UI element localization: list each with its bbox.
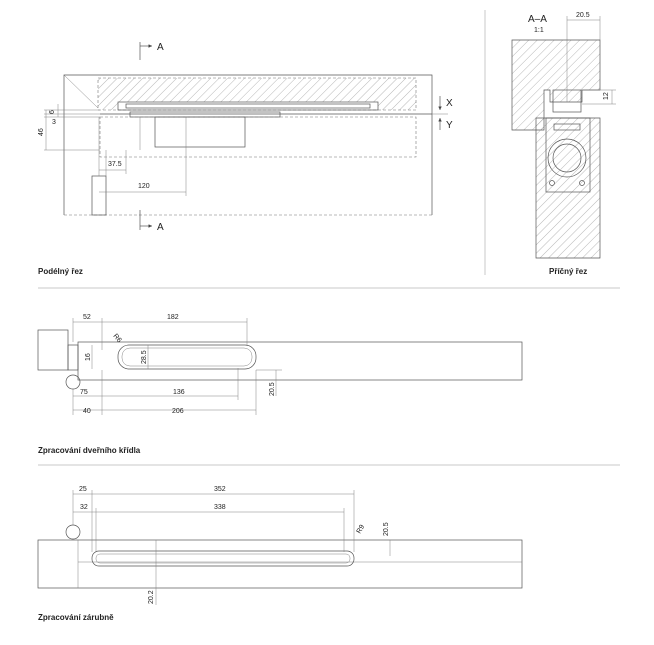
hinge-circle-inner xyxy=(552,143,582,173)
hinge-plate xyxy=(67,344,79,371)
section-a-top-label: A xyxy=(157,42,164,53)
dim-6: 6 xyxy=(49,110,56,114)
dim-20-5-cross: 20.5 xyxy=(576,12,590,19)
dim-37-5: 37.5 xyxy=(108,161,122,168)
dim-20-5-leaf: 20.5 xyxy=(269,382,276,396)
title-door-leaf: Zpracování dveřního křídla xyxy=(38,446,141,455)
dim-352: 352 xyxy=(214,486,226,493)
cross-section: A–A 1:1 20.5 12 Příčný řez xyxy=(511,12,616,276)
leaf-slot-inner xyxy=(121,347,253,367)
dim-32: 32 xyxy=(80,504,88,511)
dim-40: 40 xyxy=(83,408,91,415)
dim-r6: R6 xyxy=(111,333,122,344)
closer-body xyxy=(117,101,379,111)
dim-136: 136 xyxy=(173,389,185,396)
pocket-section xyxy=(545,117,591,193)
slide-channel xyxy=(129,111,281,118)
dim-120: 120 xyxy=(138,183,150,190)
title-cross: Příčný řez xyxy=(549,267,587,276)
corner-diagonal xyxy=(63,74,99,109)
frame-slot-inner xyxy=(95,553,351,564)
section-scale: 1:1 xyxy=(534,27,544,34)
x-label: X xyxy=(446,98,453,109)
dim-20-5-frame: 20.5 xyxy=(383,522,390,536)
title-frame: Zpracování zárubně xyxy=(38,613,114,622)
screw-left xyxy=(549,180,555,186)
frame-outline-bottom xyxy=(37,539,523,589)
hinge-circle-outer xyxy=(547,138,587,178)
section-aa-label: A–A xyxy=(528,14,547,25)
y-label: Y xyxy=(446,120,453,131)
dim-182: 182 xyxy=(167,314,179,321)
frame-slot xyxy=(91,550,355,567)
section-a-bottom-label: A xyxy=(157,222,164,233)
pivot-circle xyxy=(65,374,81,390)
dim-52: 52 xyxy=(83,314,91,321)
dim-28-5: 28.5 xyxy=(141,350,148,364)
leaf-slot xyxy=(117,344,257,370)
longitudinal-section: A A X Y 6 3 46 37.5 120 Podélný řez xyxy=(38,42,453,276)
dim-20-2: 20.2 xyxy=(148,590,155,604)
leaf-pocket xyxy=(154,116,246,148)
clip-top xyxy=(553,123,581,131)
leaf-dashed-area xyxy=(99,116,417,158)
dim-338: 338 xyxy=(214,504,226,511)
head-frame xyxy=(511,39,601,131)
frame-machining: 25 352 32 338 R9 20.5 20.2 Zpracování zá… xyxy=(37,486,523,622)
screw-right xyxy=(579,180,585,186)
dim-206: 206 xyxy=(172,408,184,415)
dim-16: 16 xyxy=(85,353,92,361)
frame-pivot-circle xyxy=(65,524,81,540)
dim-r9: R9 xyxy=(356,524,367,535)
dim-46: 46 xyxy=(38,128,45,136)
title-longitudinal: Podélný řez xyxy=(38,267,83,276)
door-leaf-machining: 52 182 R6 16 28.5 75 136 40 206 20.5 Zpr… xyxy=(37,314,523,455)
pivot-post xyxy=(91,175,107,216)
dim-3: 3 xyxy=(52,119,56,126)
frame-block xyxy=(37,329,69,371)
frame-hatch xyxy=(98,78,416,110)
door-outline xyxy=(63,74,433,215)
dim-75: 75 xyxy=(80,389,88,396)
dim-25: 25 xyxy=(79,486,87,493)
dim-12: 12 xyxy=(603,92,610,100)
closer-inner xyxy=(125,103,371,109)
